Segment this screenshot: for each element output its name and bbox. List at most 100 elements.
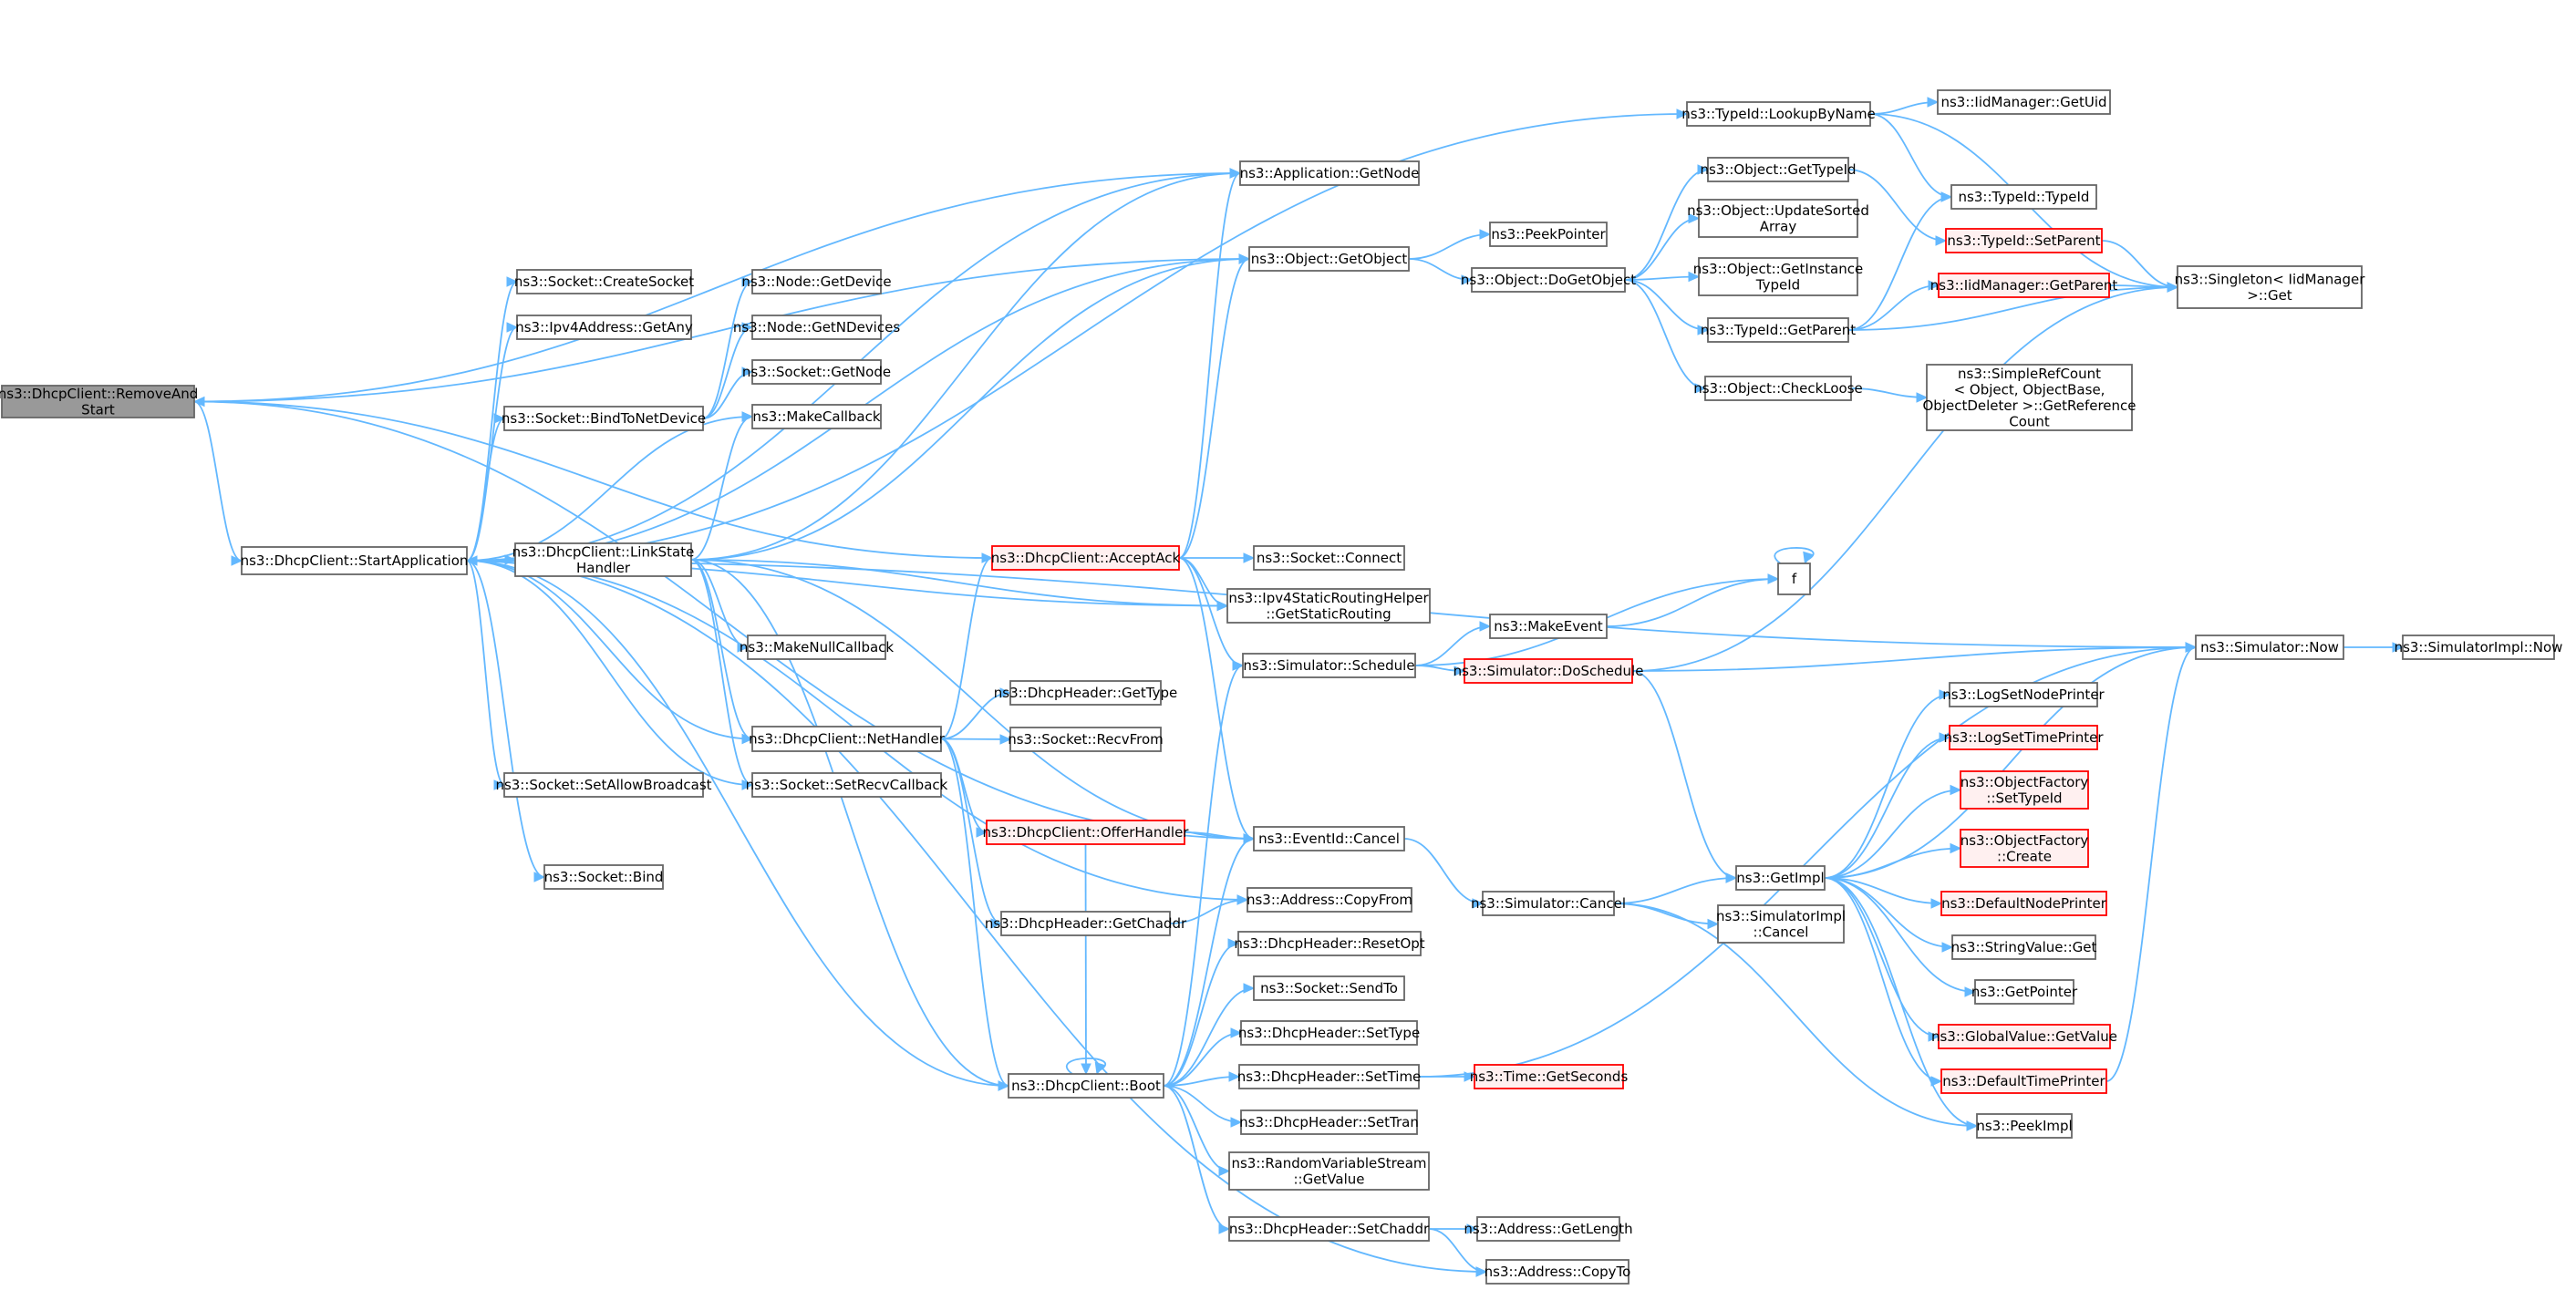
node-addrgetlength[interactable]: ns3::Address::GetLength [1464,1216,1633,1242]
edge-line [690,258,1250,561]
node-setchaddr[interactable]: ns3::DhcpHeader::SetChaddr [1228,1216,1430,1242]
node-objgetobject[interactable]: ns3::Object::GetObject [1248,246,1410,272]
node-dhgettype[interactable]: ns3::DhcpHeader::GetType [994,680,1177,706]
node-checkloose[interactable]: ns3::Object::CheckLoose [1693,376,1863,401]
node-label: ns3::DhcpClient::LinkState [512,543,695,560]
node-label: >::Get [2247,287,2292,304]
edge-line [690,559,1009,1087]
node-gvgetvalue[interactable]: ns3::GlobalValue::GetValue [1931,1024,2117,1049]
node-box [986,820,1185,845]
node-getpointer[interactable]: ns3::GetPointer [1971,979,2078,1005]
node-typeidctor[interactable]: ns3::TypeId::TypeId [1950,184,2097,210]
node-settran[interactable]: ns3::DhcpHeader::SetTran [1239,1109,1419,1135]
node-peekpointer[interactable]: ns3::PeekPointer [1489,222,1608,247]
node-box [751,726,942,752]
node-box [1239,160,1420,186]
node-box [1485,1259,1629,1285]
node-gettime[interactable]: ns3::Time::GetSeconds [1470,1064,1629,1089]
node-label: ns3::Socket::SetAllowBroadcast [495,777,711,793]
node-box [1253,975,1405,1001]
node-sockgetnode[interactable]: ns3::Socket::GetNode [742,359,891,385]
node-iidgetuid[interactable]: ns3::IidManager::GetUid [1937,89,2111,115]
node-setrecvcb[interactable]: ns3::Socket::SetRecvCallback [746,772,948,798]
node-acceptack[interactable]: ns3::DhcpClient::AcceptAck [991,545,1181,571]
node-simcancel[interactable]: ns3::Simulator::Cancel [1471,891,1626,916]
edge-line [1824,646,2197,879]
node-makenullcb[interactable]: ns3::MakeNullCallback [740,635,895,660]
node-settype[interactable]: ns3::DhcpHeader::SetType [1238,1020,1420,1046]
edge-lookupbyname-to-iidgetuid [1869,97,1940,115]
node-createsocket[interactable]: ns3::Socket::CreateSocket [514,269,694,294]
node-box [1242,653,1416,678]
node-nodegetdev[interactable]: ns3::Node::GetDevice [741,269,892,294]
node-label: ns3::ObjectFactory [1960,774,2089,790]
node-logsettime[interactable]: ns3::LogSetTimePrinter [1943,725,2104,750]
node-logsetnode[interactable]: ns3::LogSetNodePrinter [1942,682,2105,707]
node-ofcreate[interactable]: ns3::ObjectFactory::Create [1960,829,2089,868]
node-doschedule[interactable]: ns3::Simulator::DoSchedule [1454,658,1644,684]
edge-tgetparent-to-iidgetparent [1847,280,1940,331]
node-box [1000,911,1171,936]
node-dhgetchaddr[interactable]: ns3::DhcpHeader::GetChaddr [985,911,1187,936]
node-strvalget[interactable]: ns3::StringValue::Get [1951,934,2097,960]
node-resetopt[interactable]: ns3::DhcpHeader::ResetOpt [1234,931,1425,956]
node-bindtonet[interactable]: ns3::Socket::BindToNetDevice [502,406,706,431]
node-box [1945,228,2103,253]
node-offerhandler[interactable]: ns3::DhcpClient::OfferHandler [983,820,1190,845]
node-ipv4static[interactable]: ns3::Ipv4StaticRoutingHelper::GetStaticR… [1226,588,1431,624]
node-eventcancel[interactable]: ns3::EventId::Cancel [1253,826,1405,851]
edge-getimpl-to-getpointer [1824,877,1977,997]
edge-line [1824,877,1978,1127]
node-lookupbyname[interactable]: ns3::TypeId::LookupByName [1681,101,1876,127]
edge-line [466,560,1009,1087]
node-addrcopyfrom[interactable]: ns3::Address::CopyFrom [1247,887,1412,913]
node-bind[interactable]: ns3::Socket::Bind [543,864,664,890]
node-appgetnode[interactable]: ns3::Application::GetNode [1239,160,1420,186]
node-getany[interactable]: ns3::Ipv4Address::GetAny [515,315,693,340]
node-ofsettypeid[interactable]: ns3::ObjectFactory::SetTypeId [1960,770,2089,810]
node-simimplcancel[interactable]: ns3::SimulatorImpl::Cancel [1716,904,1846,944]
node-sockconnect[interactable]: ns3::Socket::Connect [1253,545,1405,571]
node-f[interactable]: f [1777,562,1811,595]
edge-dogetobject-to-checkloose [1624,279,1707,394]
node-makeevent[interactable]: ns3::MakeEvent [1489,614,1608,639]
node-getimpl[interactable]: ns3::GetImpl [1735,865,1826,891]
edge-line [1613,903,1978,1127]
node-objgettypeid[interactable]: ns3::Object::GetTypeId [1700,157,1857,182]
node-label: ns3::GetPointer [1971,984,2078,1000]
node-setallow[interactable]: ns3::Socket::SetAllowBroadcast [495,772,712,798]
edge-startapp-to-setallow [466,560,506,790]
node-rvsgetvalue[interactable]: ns3::RandomVariableStream::GetValue [1228,1151,1430,1191]
node-singleton[interactable]: ns3::Singleton< IidManager>::Get [2175,265,2366,309]
node-label: ns3::Node::GetNDevices [733,319,900,335]
node-sendto[interactable]: ns3::Socket::SendTo [1253,975,1405,1001]
node-nethandler[interactable]: ns3::DhcpClient::NetHandler [749,726,946,752]
node-settime[interactable]: ns3::DhcpHeader::SetTime [1237,1064,1422,1089]
node-defnodeprinter[interactable]: ns3::DefaultNodePrinter [1940,891,2107,916]
node-dogetobject[interactable]: ns3::Object::DoGetObject [1461,267,1636,293]
node-recvfrom[interactable]: ns3::Socket::RecvFrom [1008,727,1164,752]
edge-startapp-to-nethandler [466,560,754,745]
node-simplerefcount[interactable]: ns3::SimpleRefCount< Object, ObjectBase,… [1922,364,2136,431]
node-boot[interactable]: ns3::DhcpClient::Boot [1008,1073,1164,1099]
node-addrcopyto[interactable]: ns3::Address::CopyTo [1485,1259,1631,1285]
edge-line [2105,646,2197,1082]
node-peekimpl[interactable]: ns3::PeekImpl [1976,1113,2073,1139]
node-simschedule[interactable]: ns3::Simulator::Schedule [1242,653,1416,678]
node-makecb[interactable]: ns3::MakeCallback [751,404,882,429]
node-simimplnow[interactable]: ns3::SimulatorImpl::Now [2395,635,2563,660]
arrowhead-icon [1229,168,1242,179]
node-nodegetndev[interactable]: ns3::Node::GetNDevices [733,315,900,340]
arrowhead-icon [1227,938,1240,949]
node-label: ns3::Address::GetLength [1464,1221,1632,1237]
node-setparent[interactable]: ns3::TypeId::SetParent [1945,228,2103,253]
node-startapp[interactable]: ns3::DhcpClient::StartApplication [241,546,469,575]
node-simnow[interactable]: ns3::Simulator::Now [2195,635,2344,660]
node-iidgetparent[interactable]: ns3::IidManager::GetParent [1930,273,2118,298]
node-tgetparent[interactable]: ns3::TypeId::GetParent [1701,317,1856,343]
node-deftimeprinter[interactable]: ns3::DefaultTimePrinter [1940,1068,2107,1094]
